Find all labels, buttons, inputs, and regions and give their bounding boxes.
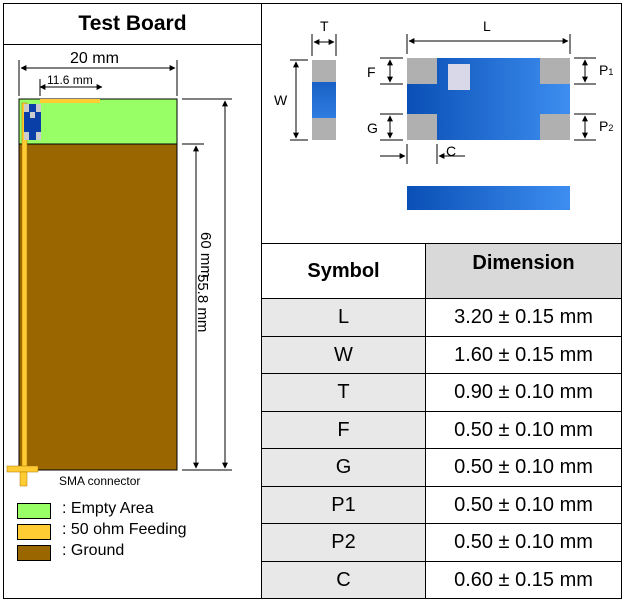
connector-label: SMA connector xyxy=(59,474,141,488)
symbol-value: L xyxy=(337,306,350,328)
legend-label: : 50 ohm Feeding xyxy=(62,521,187,538)
symbol-value: F xyxy=(337,418,350,441)
label-p2: P2 xyxy=(599,118,614,134)
symbol-value: P1 xyxy=(331,493,356,516)
table-row-symbol: W xyxy=(261,336,426,374)
label-t: T xyxy=(320,18,329,34)
table-row-symbol: P2 xyxy=(261,523,426,562)
top-feed-line xyxy=(40,99,100,103)
table-row-dimension: 0.90 ± 0.10 mm xyxy=(425,373,622,412)
edge-view-body xyxy=(407,186,570,210)
table-header-dimension: Dimension xyxy=(425,243,622,299)
width-dimension-label: 20 mm xyxy=(70,50,119,67)
empty-area-region xyxy=(18,98,178,145)
table-row-dimension: 0.50 ± 0.10 mm xyxy=(425,486,622,524)
header-label: Symbol xyxy=(307,259,380,282)
header-label: Dimension xyxy=(472,251,575,274)
label-w: W xyxy=(274,92,288,108)
symbol-value: C xyxy=(336,568,351,591)
symbol-value: P2 xyxy=(331,531,356,553)
dimension-value: 0.90 ± 0.10 mm xyxy=(454,381,593,403)
legend-label: : Empty Area xyxy=(62,500,154,517)
terminal-bottom-left xyxy=(407,114,437,140)
label-c: C xyxy=(446,143,457,159)
table-row-symbol: T xyxy=(261,373,426,412)
legend-label: : Ground xyxy=(62,542,125,559)
legend-swatch-empty-area xyxy=(17,503,51,519)
height-dimension-label: 60 mm xyxy=(197,232,214,278)
label-g: G xyxy=(367,120,378,136)
table-row-symbol: P1 xyxy=(261,486,426,524)
dimension-value: 3.20 ± 0.15 mm xyxy=(454,306,593,328)
ground-region xyxy=(18,143,178,471)
label-f: F xyxy=(367,64,376,80)
side-view-terminal-top xyxy=(312,60,336,82)
table-row-dimension: 0.50 ± 0.10 mm xyxy=(425,523,622,562)
legend-swatch-ground xyxy=(17,545,51,561)
label-l: L xyxy=(483,18,491,34)
symbol-value: W xyxy=(334,343,353,366)
chip-on-board xyxy=(24,104,41,140)
test-board-diagram xyxy=(6,60,232,487)
terminal-bottom-right xyxy=(540,114,570,140)
page-title: Test Board xyxy=(78,12,187,35)
dimension-value: 1.60 ± 0.15 mm xyxy=(454,343,593,366)
sma-connector xyxy=(6,465,39,473)
component-dimension-drawing xyxy=(290,34,596,210)
table-header-symbol: Symbol xyxy=(261,243,426,299)
symbol-value: T xyxy=(337,381,350,403)
title-cell: Test Board xyxy=(3,3,262,45)
dimension-value: 0.60 ± 0.15 mm xyxy=(454,568,593,591)
dimension-value: 0.50 ± 0.10 mm xyxy=(454,493,593,516)
orientation-mark xyxy=(448,64,470,90)
terminal-top-left xyxy=(407,58,437,84)
side-view-terminal-bottom xyxy=(312,118,336,140)
table-row-symbol: G xyxy=(261,448,426,487)
dimension-value: 0.50 ± 0.10 mm xyxy=(454,531,593,553)
symbol-value: G xyxy=(335,456,352,478)
terminal-top-right xyxy=(540,58,570,84)
dimension-value: 0.50 ± 0.10 mm xyxy=(454,456,593,478)
feed-line xyxy=(21,102,28,472)
table-row-dimension: 0.50 ± 0.10 mm xyxy=(425,448,622,487)
table-row-symbol: F xyxy=(261,411,426,449)
table-row-symbol: C xyxy=(261,561,426,599)
legend-swatch-feeding xyxy=(17,524,51,540)
table-row-dimension: 1.60 ± 0.15 mm xyxy=(425,336,622,374)
table-row-symbol: L xyxy=(261,298,426,337)
label-p1: P1 xyxy=(599,62,614,78)
feed-offset-dimension-label: 11.6 mm xyxy=(47,73,93,87)
table-row-dimension: 0.50 ± 0.10 mm xyxy=(425,411,622,449)
ground-height-dimension-label: 55.8 mm xyxy=(194,274,211,333)
table-row-dimension: 0.60 ± 0.15 mm xyxy=(425,561,622,599)
table-row-dimension: 3.20 ± 0.15 mm xyxy=(425,298,622,337)
dimension-value: 0.50 ± 0.10 mm xyxy=(454,418,593,441)
